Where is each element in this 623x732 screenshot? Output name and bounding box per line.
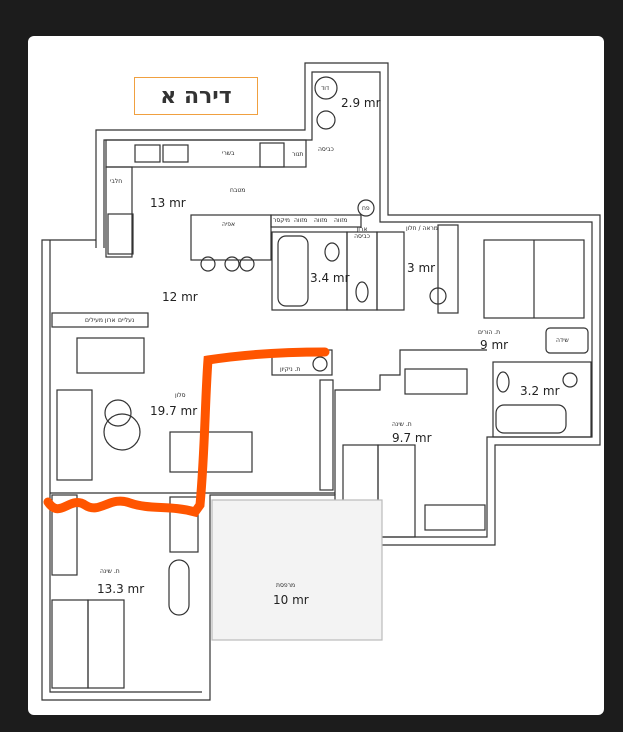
sink-oval: [355, 281, 369, 303]
desk: [424, 504, 486, 531]
mirror-label: מראה / חלון: [406, 225, 438, 232]
trash-bin: [357, 199, 375, 217]
sink-oval: [496, 371, 510, 393]
chair: [429, 287, 447, 305]
apartment-title: דירה א: [134, 77, 258, 115]
master-area: 9 mr: [480, 338, 509, 352]
stool: [224, 256, 240, 272]
boiler-label: דוד: [321, 85, 330, 92]
sink: [162, 144, 189, 163]
toilet: [562, 372, 578, 388]
meat-label: בשרי: [222, 150, 235, 157]
closet-area: 3 mr: [407, 261, 436, 275]
living-area: 19.7 mr: [150, 404, 198, 418]
bedroom1-name: ת. שינה: [100, 568, 120, 575]
bed: [51, 599, 89, 689]
boiler-circle: [314, 76, 338, 100]
bed: [87, 599, 125, 689]
living-name: סלון: [175, 392, 186, 399]
laundry-area: 2.9 mr: [341, 96, 381, 110]
rug: [168, 559, 190, 616]
oven-label: תנור: [292, 151, 304, 158]
balcony-name: מרפסת: [276, 582, 296, 589]
master-bath-area: 3.2 mr: [520, 384, 560, 398]
stool: [239, 256, 255, 272]
bathtub: [495, 404, 567, 434]
laundry-label: כביסה: [318, 146, 334, 153]
baking-label: אפיה: [222, 221, 236, 228]
wardrobe: [404, 368, 468, 395]
wall: [103, 71, 593, 538]
bedroom1-area: 13.3 mr: [97, 582, 145, 596]
dining-table: [169, 431, 253, 473]
shoes-label: נעליים: [118, 317, 135, 324]
sofa: [56, 389, 93, 481]
island: [190, 214, 272, 261]
coffee-table: [104, 399, 132, 427]
master-name: ת. הורים: [478, 329, 501, 336]
bedroom2-name: ת. שינה: [392, 421, 412, 428]
trash-label: פח: [362, 205, 370, 212]
wall: [41, 62, 601, 701]
stove: [259, 142, 285, 168]
washer: [312, 356, 328, 372]
cleaning-label: ת. ניקיון: [280, 366, 301, 373]
wall: [49, 240, 202, 693]
armchair: [76, 337, 145, 374]
fridge: [107, 213, 134, 255]
closet: [376, 231, 405, 311]
kitchen-area: 13 mr: [150, 196, 186, 210]
sink: [134, 144, 161, 163]
pantry-label: מזווה: [294, 217, 308, 224]
dresser: [545, 327, 589, 354]
coat-closet-label: ארון מעילים: [85, 317, 116, 324]
entry-area: 12 mr: [162, 290, 198, 304]
balcony-area: 10 mr: [273, 593, 309, 607]
pantry-label: מזווה: [314, 217, 328, 224]
toilet: [324, 242, 340, 262]
cabinet: [319, 379, 334, 491]
washer: [316, 110, 336, 130]
stool: [200, 256, 216, 272]
desk: [169, 496, 199, 553]
dresser-label: שידה: [556, 337, 569, 344]
bathtub: [277, 235, 309, 307]
annotation-stroke: [43, 347, 330, 518]
bed: [377, 444, 416, 538]
mixer-label: מיקסר: [273, 217, 290, 224]
wardrobe: [51, 494, 78, 576]
master-bath: [492, 361, 592, 438]
coffee-table: [103, 413, 141, 451]
pantry-label: מזווה: [334, 217, 348, 224]
wardrobe: [437, 224, 459, 314]
bath-area: 3.4 mr: [310, 271, 350, 285]
pantry-row: [270, 214, 362, 228]
side-counter: [105, 166, 133, 258]
shower-room: [346, 231, 378, 311]
dairy-label: חלבי: [110, 178, 123, 185]
coat-closet: [51, 312, 149, 328]
balcony: [211, 499, 383, 641]
kitchen-name: מטבח: [230, 187, 246, 194]
bedroom2-area: 9.7 mr: [392, 431, 432, 445]
kitchen-counter: [105, 139, 307, 168]
laundry-closet-label: ארון כביסה: [354, 226, 370, 240]
